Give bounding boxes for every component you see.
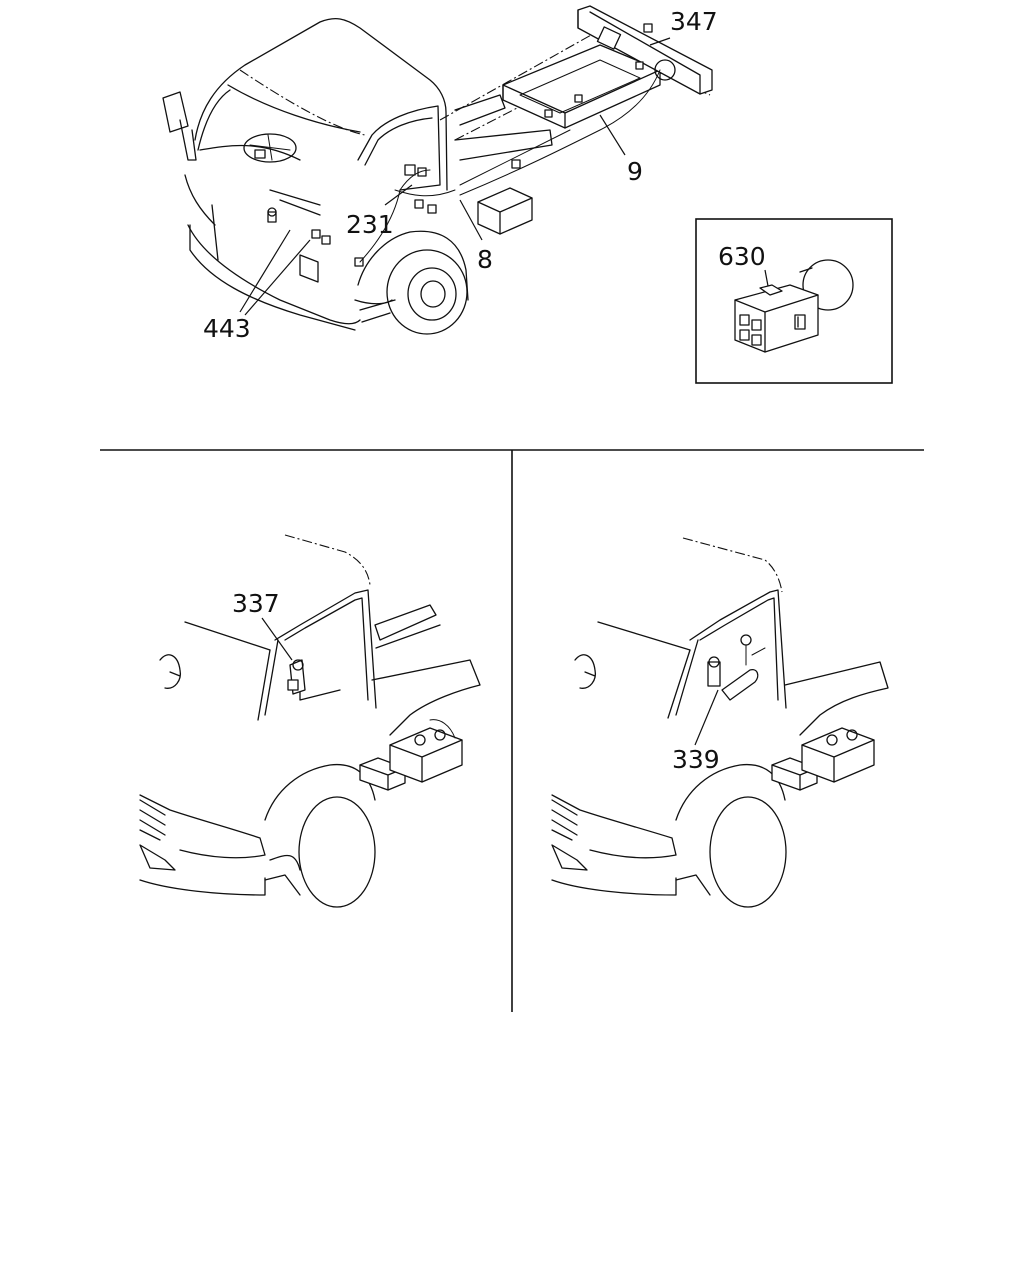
left-panel-illustration <box>139 534 481 908</box>
callout-9: 9 <box>627 157 643 186</box>
truck-overview-illustration <box>162 5 713 335</box>
callout-8: 8 <box>477 245 493 274</box>
callout-231: 231 <box>346 210 394 239</box>
connector-detail-inset <box>695 218 893 384</box>
callout-339: 339 <box>672 745 720 774</box>
callout-337: 337 <box>232 589 280 618</box>
callout-630: 630 <box>718 242 766 271</box>
callout-leaders <box>239 37 769 746</box>
section-dividers <box>100 449 924 1012</box>
right-panel-illustration <box>551 537 889 908</box>
callout-347: 347 <box>670 7 718 36</box>
callout-443: 443 <box>203 314 251 343</box>
